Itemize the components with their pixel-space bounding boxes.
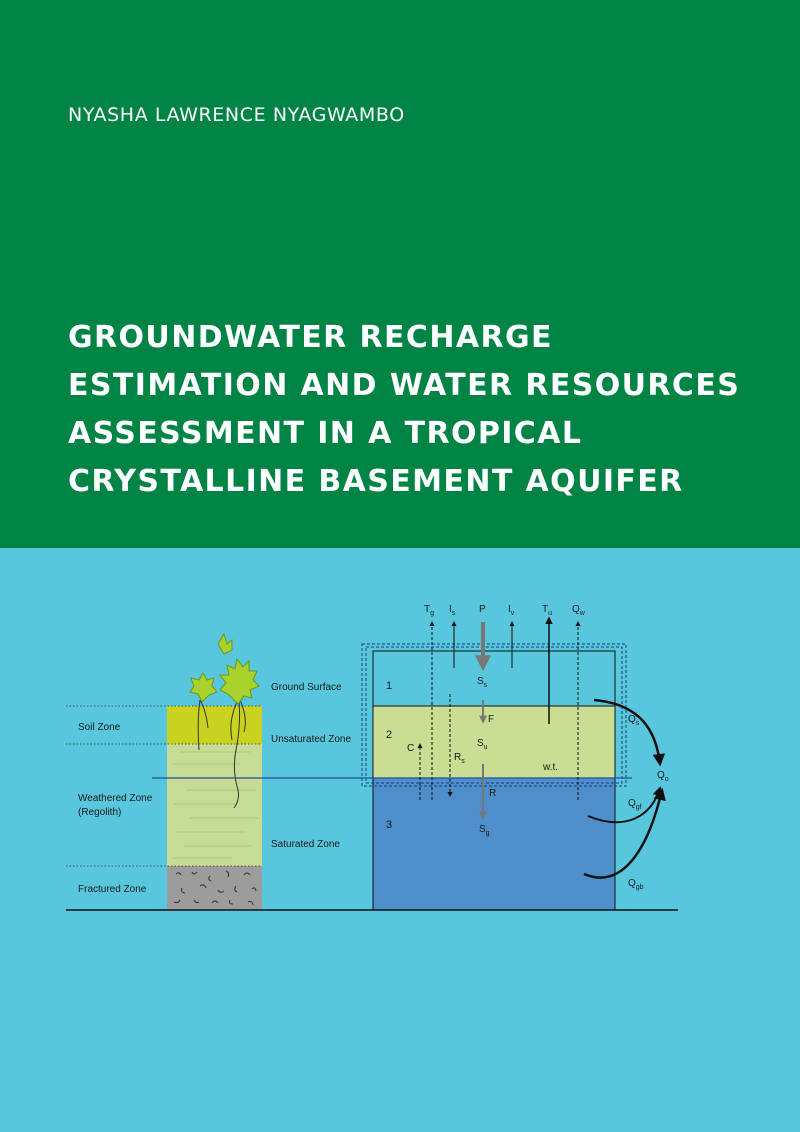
weathered-zone-hatching xyxy=(172,751,258,859)
store-labels: Ss Su Sg xyxy=(477,676,490,837)
title-line: CRYSTALLINE BASEMENT AQUIFER xyxy=(68,464,684,499)
fractured-zone-layer xyxy=(167,866,262,910)
label-is: Is xyxy=(449,604,456,617)
label-r: R xyxy=(489,788,496,799)
control-boundary-inner xyxy=(365,646,623,784)
arrow-qgb xyxy=(583,787,666,879)
weathered-zone-layer xyxy=(167,744,262,866)
label-p: P xyxy=(479,604,486,615)
label-ss: Ss xyxy=(477,676,488,689)
soil-profile-column: Soil Zone Weathered Zone (Regolith) Frac… xyxy=(66,632,351,910)
store-model xyxy=(361,643,627,911)
saturated-store xyxy=(372,777,616,911)
title-line: GROUNDWATER RECHARGE xyxy=(68,320,553,355)
fractured-rock-texture xyxy=(173,870,257,906)
label-qgf: Qgf xyxy=(628,798,642,811)
recharge-model-diagram: Soil Zone Weathered Zone (Regolith) Frac… xyxy=(66,604,678,911)
unsaturated-zone-label: Unsaturated Zone xyxy=(271,734,351,745)
saturated-zone-label: Saturated Zone xyxy=(271,839,340,850)
soil-zone-label: Soil Zone xyxy=(78,722,121,733)
label-qw: Qw xyxy=(572,604,586,617)
ground-surface-label: Ground Surface xyxy=(271,682,342,693)
unsaturated-store xyxy=(372,705,616,779)
weathered-zone-label: Weathered Zone xyxy=(78,793,153,804)
fractured-zone-label: Fractured Zone xyxy=(78,884,147,895)
title-line: ESTIMATION AND WATER RESOURCES xyxy=(68,368,741,403)
label-qgb: Qgb xyxy=(628,878,644,891)
water-table-label: w.t. xyxy=(542,762,558,773)
label-sg: Sg xyxy=(479,824,490,837)
soil-zone-layer xyxy=(167,706,262,744)
label-c: C xyxy=(407,743,414,754)
zone-separators xyxy=(66,705,262,867)
title-line: ASSESSMENT IN A TROPICAL xyxy=(68,416,583,451)
book-title: GROUNDWATER RECHARGE ESTIMATION AND WATE… xyxy=(68,314,740,506)
label-f: F xyxy=(488,714,494,725)
regolith-label: (Regolith) xyxy=(78,807,121,818)
store-number-1: 1 xyxy=(386,680,392,692)
arrow-qs xyxy=(593,698,666,767)
label-qo: Qo xyxy=(657,770,669,783)
cover-top-band: NYASHA LAWRENCE NYAGWAMBO GROUNDWATER RE… xyxy=(0,0,800,548)
label-tu: Tu xyxy=(542,604,552,617)
label-qs: Qs xyxy=(628,714,640,727)
flux-labels: Tg Is P Iv Tu Qw F C Rs R Qs Qo Qgf Qgb xyxy=(407,604,669,891)
label-tg: Tg xyxy=(424,604,434,617)
control-boundary-outer xyxy=(361,643,627,787)
store-number-3: 3 xyxy=(386,819,392,831)
label-rs: Rs xyxy=(454,752,465,765)
label-su: Su xyxy=(477,738,488,751)
label-iv: Iv xyxy=(508,604,515,617)
plant-illustration xyxy=(189,632,260,809)
flux-arrows xyxy=(417,616,666,879)
author-name: NYASHA LAWRENCE NYAGWAMBO xyxy=(68,104,405,126)
store-number-2: 2 xyxy=(386,729,392,741)
